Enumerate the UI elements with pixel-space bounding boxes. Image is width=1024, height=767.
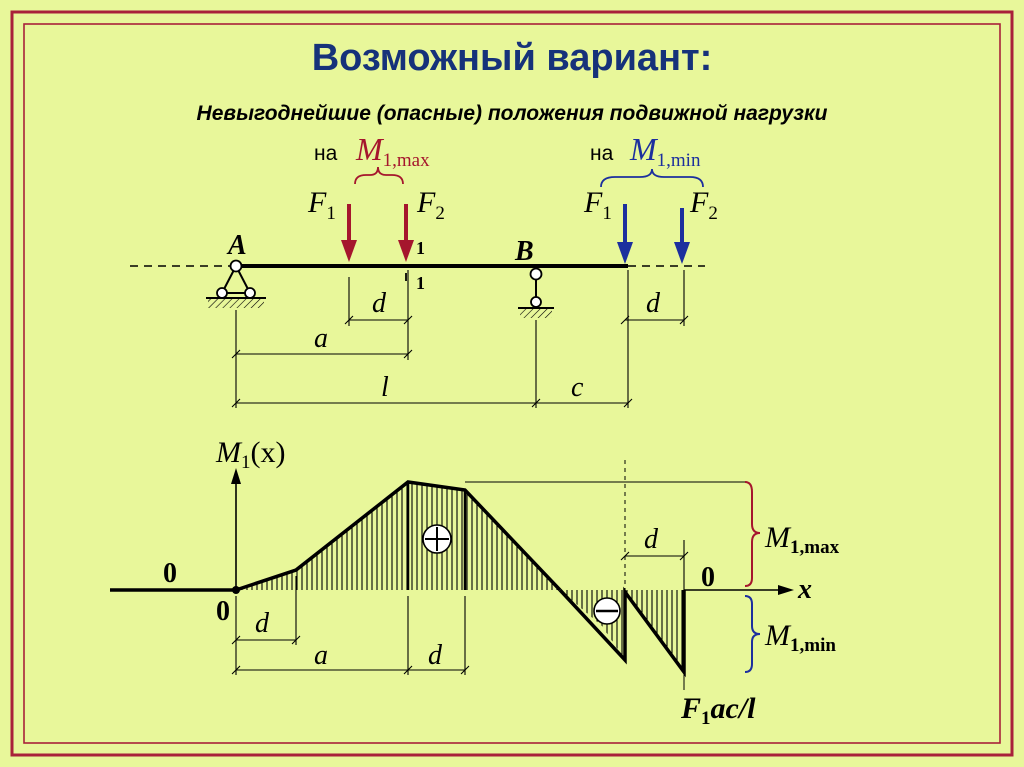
bracket-min-label: M1,min [629, 131, 701, 171]
plus-sign-icon [422, 524, 452, 554]
negative-curve [558, 586, 686, 678]
dim-l: l [381, 372, 389, 403]
zero-right-label: 0 [701, 562, 715, 593]
page-subtitle: Невыгоднейшие (опасные) положения подвиж… [197, 102, 828, 125]
beam-scheme: A B 1 1 F1 F2 F1 [130, 131, 718, 408]
beam-dimensions [231, 270, 689, 408]
zero-left-label: 0 [163, 558, 177, 589]
support-a [206, 259, 266, 308]
brace-max [744, 481, 761, 587]
brace-max-label: M1,max [764, 521, 840, 558]
force-f1-max-label: F1 [307, 186, 336, 224]
y-axis-label: M1(x) [215, 436, 285, 473]
diagram-dim-d-left: d [255, 608, 270, 639]
y-axis-arrowhead [231, 468, 241, 484]
force-f2-min-arrowhead [674, 242, 690, 264]
frame-outer [10, 10, 1014, 757]
force-f1-max-arrowhead [341, 240, 357, 262]
frame-inner [23, 23, 1001, 744]
support-a-label: A [226, 230, 247, 261]
x-axis-label: x [797, 574, 812, 605]
x-axis-arrowhead [778, 585, 794, 595]
section-label-top: 1 [416, 238, 425, 258]
force-f1-min-label: F1 [583, 186, 612, 224]
positive-area-hatch [236, 482, 560, 590]
bracket-min-prefix: на [590, 142, 614, 165]
min-value-label: F1ac/l [680, 692, 756, 729]
bracket-max-label: M1,max [355, 131, 430, 171]
force-f2-max-label: F2 [416, 186, 445, 224]
dim-d-max: d [372, 288, 387, 319]
minus-sign-icon [593, 597, 621, 625]
support-b-label: B [514, 236, 534, 267]
section-label-bottom: 1 [416, 273, 425, 293]
force-f1-min-arrowhead [617, 242, 633, 264]
brace-min-label: M1,min [764, 619, 836, 656]
force-f2-min-label: F2 [689, 186, 718, 224]
diagram-dim-d-middle: d [428, 640, 443, 671]
diagram-dim-a: a [314, 640, 328, 671]
dim-c: c [571, 372, 584, 403]
moment-diagram: M1(x) x 0 0 0 d a d d M1,max M1,min F1ac… [110, 436, 840, 729]
page-title: Возможный вариант: [312, 37, 713, 79]
brace-min [744, 595, 761, 673]
dim-a: a [314, 323, 328, 354]
support-b [518, 267, 554, 318]
dim-d-min: d [646, 288, 661, 319]
diagram-dim-d-right: d [644, 524, 659, 555]
zero-origin-label: 0 [216, 596, 230, 627]
bracket-max [354, 166, 404, 185]
origin-point [232, 586, 240, 594]
bracket-max-prefix: на [314, 142, 338, 165]
force-f2-max-arrowhead [398, 240, 414, 262]
diagram-dimensions [231, 540, 689, 675]
bracket-min [600, 168, 704, 188]
